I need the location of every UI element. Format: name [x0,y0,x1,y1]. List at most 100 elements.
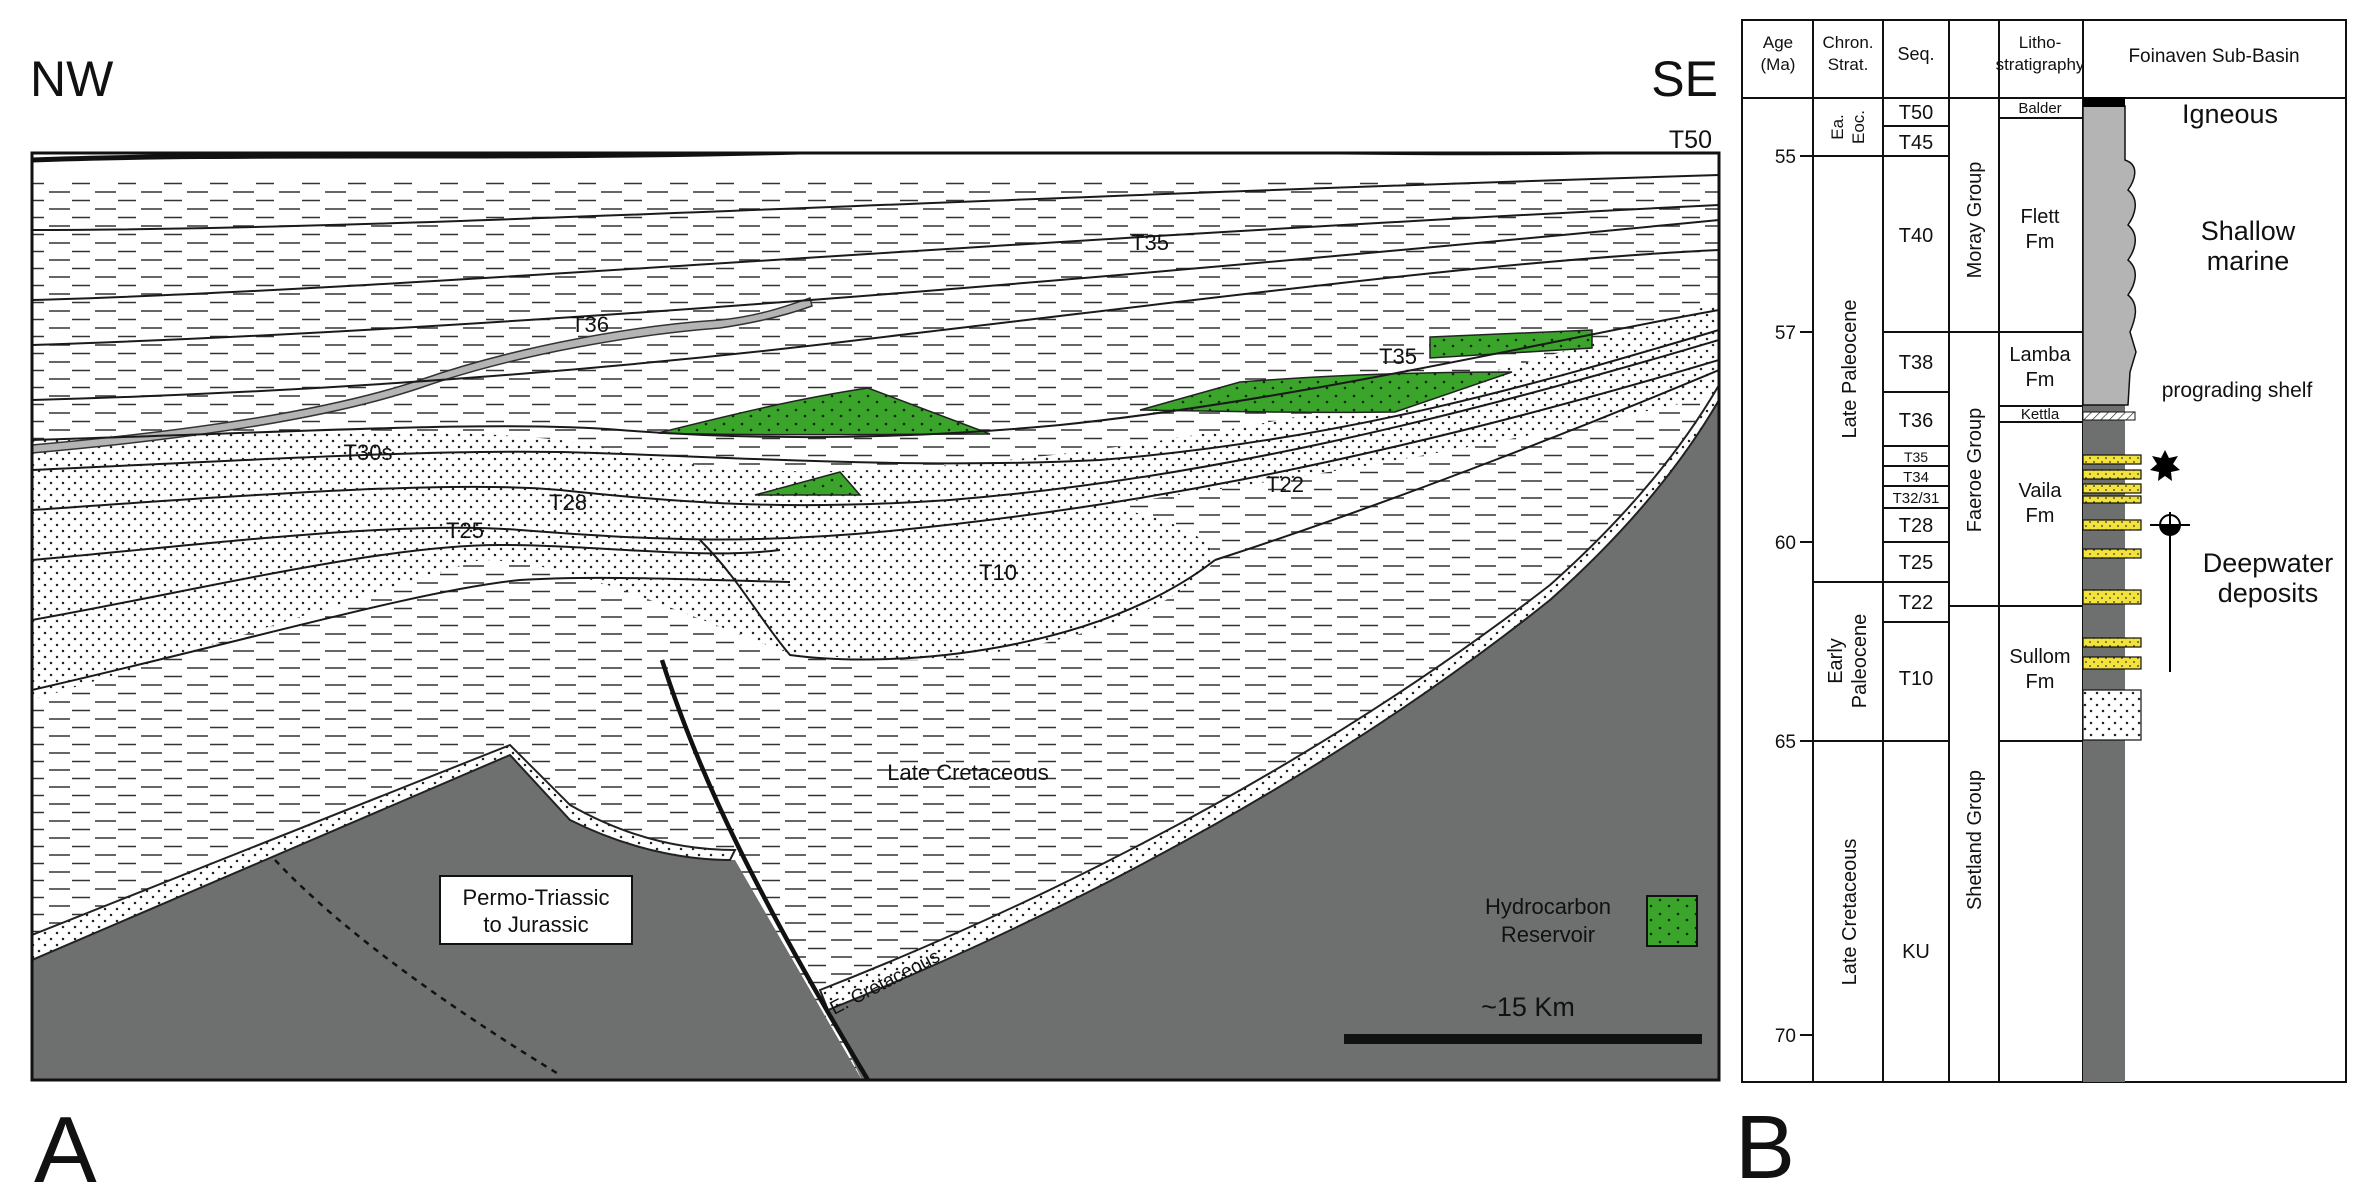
t50-unconformity [32,153,1698,163]
t36-label: T36 [571,312,609,337]
bedding-lines [32,174,1719,691]
t36-grey-bed [32,297,813,454]
seq-t22: T22 [1899,592,1933,614]
basement-block-right [828,400,1719,1080]
env-prograding: prograding shelf [2162,379,2313,402]
age-tick-65: 65 [1775,732,1796,753]
t28-label: T28 [549,490,587,515]
seq-t28: T28 [1899,515,1933,537]
env-shallow-line2: marine [2207,246,2290,276]
env-deep-line2: deposits [2218,578,2319,608]
fm-kettla: Kettla [2021,406,2060,423]
fm-flett-line1: Flett [2021,206,2060,228]
nw-direction-label: NW [30,51,114,107]
basement-label-box [439,875,633,945]
chron-ea-line2: Eoc. [1849,110,1868,144]
reservoir-t28 [754,471,862,496]
header-chron-line2: Strat. [1828,55,1869,74]
header-basin: Foinaven Sub-Basin [2128,46,2299,67]
panel-b-frame [1741,19,2347,1083]
reservoir-t35-east-upper [1429,329,1593,359]
fm-balder: Balder [2018,100,2061,117]
age-tick-60: 60 [1775,533,1796,554]
igneous-bar [2083,97,2125,107]
panel-a-frame [30,151,1721,1082]
sand-beds [2082,454,2142,741]
seq-t40: T40 [1899,225,1933,247]
sequence-dividers [1883,125,1949,742]
seq-ku: KU [1902,941,1930,963]
chron-late-paleocene: Late Paleocene [1839,299,1861,438]
group-faeroe: Faeroe Group [1964,408,1986,533]
chron-ea-line1: Ea. [1828,114,1847,140]
fm-vaila-line1: Vaila [2019,480,2063,502]
header-age-line2: (Ma) [1761,55,1796,74]
cross-section [32,153,1719,1080]
chron-early-line1: Early [1825,638,1847,684]
age-tick-marks [1800,155,1813,1036]
header-chron-line1: Chron. [1822,33,1873,52]
fm-flett-line2: Fm [2026,231,2055,253]
header-age-line1: Age [1763,33,1793,52]
chron-late-cretaceous: Late Cretaceous [1839,839,1861,986]
env-igneous: Igneous [2182,99,2278,129]
seq-t38: T38 [1899,352,1933,374]
chron-dividers [1813,155,1883,742]
chron-early-line2: Paleocene [1849,614,1871,709]
env-deep-line1: Deepwater [2203,548,2334,578]
t10-sand-body [700,496,1215,660]
t10-label: T10 [979,560,1017,585]
seq-t10: T10 [1899,668,1933,690]
early-cretaceous-strip-left [32,743,737,962]
t22-label: T22 [1266,472,1304,497]
fm-vaila-line2: Fm [2026,505,2055,527]
se-direction-label: SE [1651,51,1718,107]
fm-lamba-line1: Lamba [2009,344,2071,366]
fm-sullom-line1: Sullom [2009,646,2070,668]
age-tick-70: 70 [1775,1026,1796,1047]
t35-upper-label: T35 [1131,230,1169,255]
seq-t36: T36 [1899,410,1933,432]
seq-t34: T34 [1903,469,1929,486]
fm-sullom-line2: Fm [2026,671,2055,693]
main-fault [659,659,870,1080]
env-shallow-line1: Shallow [2201,216,2296,246]
seq-t32-31: T32/31 [1893,490,1940,507]
shallow-marine-fill [2082,105,2137,406]
t25-label: T25 [446,518,484,543]
kettla-hatched-bed [2082,411,2136,421]
age-tick-57: 57 [1775,323,1796,344]
early-cretaceous-strip-right [818,383,1719,1012]
legend-reservoir-swatch [1646,895,1698,947]
t35-lower-label: T35 [1379,344,1417,369]
scale-bar [1344,1034,1702,1044]
fm-lamba-line2: Fm [2026,369,2055,391]
legend-label-line2: Reservoir [1501,922,1595,947]
panel-b-letter: B [1735,1098,1795,1198]
group-shetland: Shetland Group [1964,770,1986,910]
t30s-label: T30s [344,440,393,465]
t50-band [32,153,1719,178]
reservoir-t35-center [657,387,991,436]
legend-label-line1: Hydrocarbon [1485,894,1611,919]
oil-well-icon [2150,512,2190,672]
seq-t45: T45 [1899,132,1933,154]
seq-t50: T50 [1899,102,1933,124]
t50-horizon-label: T50 [1669,126,1712,154]
late-cretaceous-label: Late Cretaceous [887,760,1048,785]
basement-label-line2: to Jurassic [483,912,588,937]
scale-bar-label: ~15 Km [1481,992,1575,1022]
group-dividers [1949,117,2083,742]
header-litho-line2: stratigraphy [1996,55,2085,74]
stratigraphic-column: Age (Ma) Chron. Strat. Seq. Litho- strat… [1741,19,2347,1083]
group-moray: Moray Group [1964,162,1986,279]
header-litho-line1: Litho- [2019,33,2062,52]
gas-show-icon [2150,450,2180,481]
basement-label-line1: Permo-Triassic [462,885,609,910]
header-seq: Seq. [1897,44,1934,64]
seq-t25: T25 [1899,552,1933,574]
panel-a-letter: A [34,1097,97,1200]
age-tick-55: 55 [1775,147,1796,168]
seq-t35: T35 [1904,449,1928,465]
